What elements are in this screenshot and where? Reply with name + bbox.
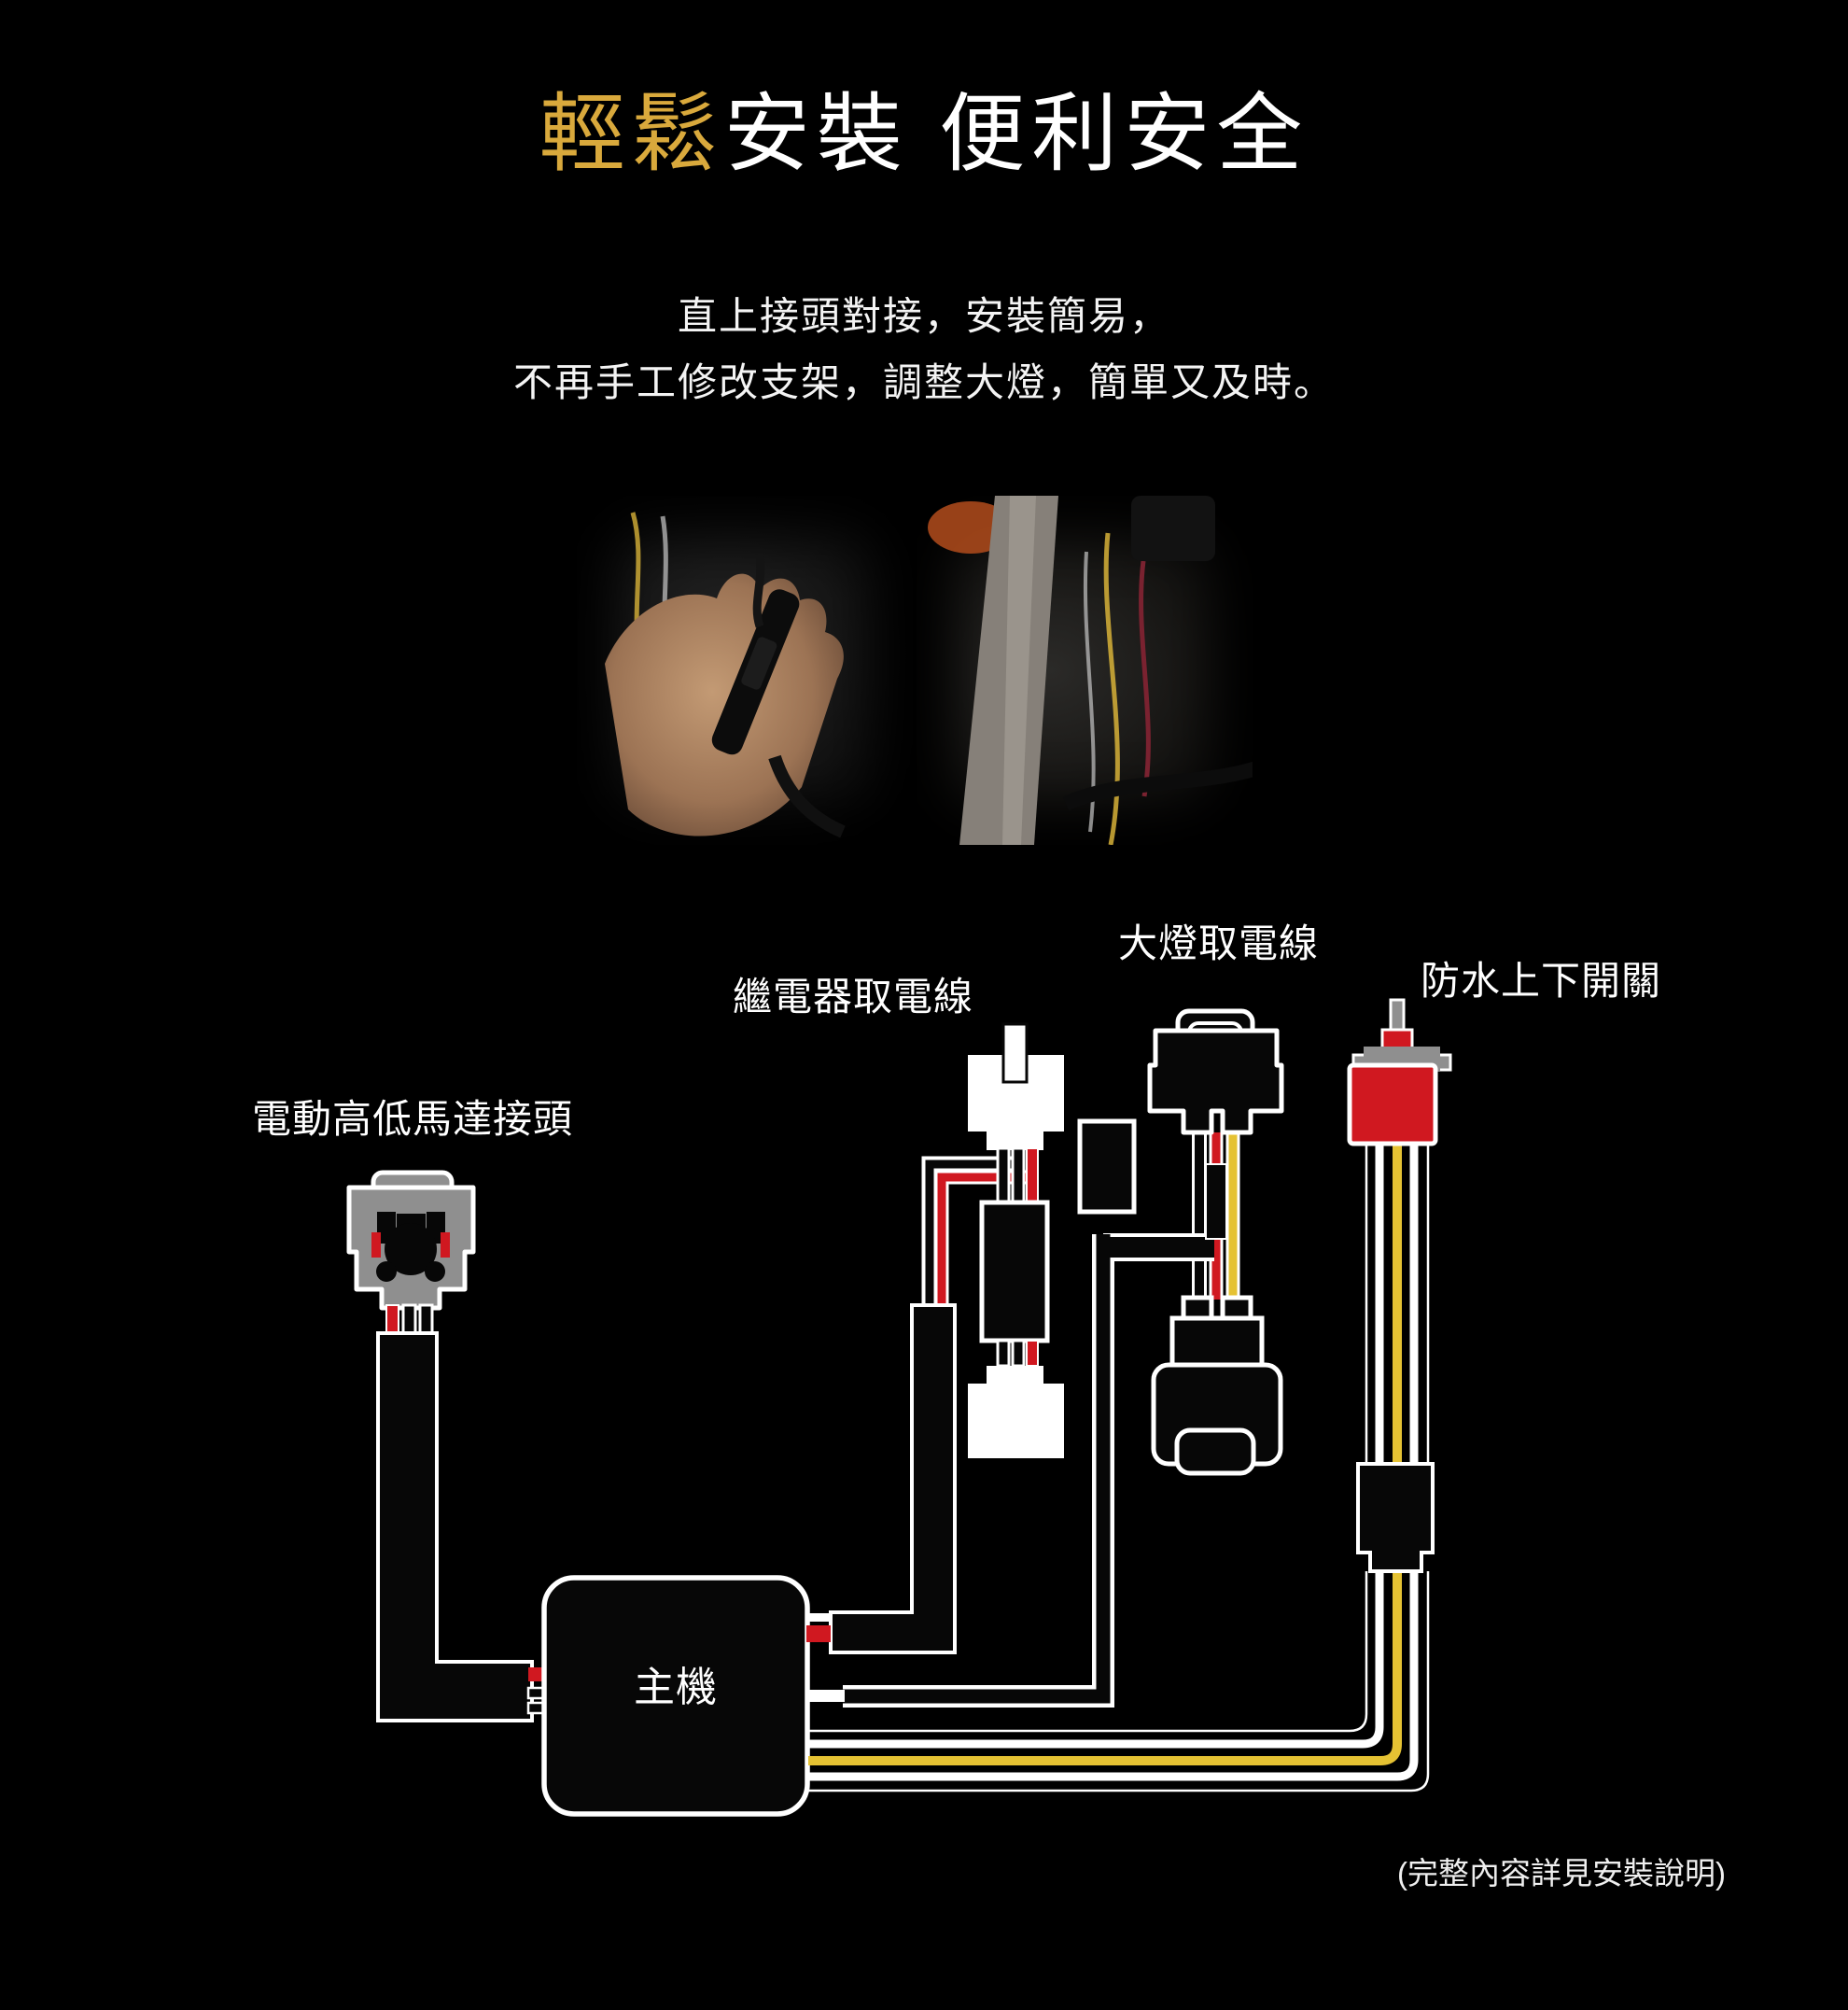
relay-wire-red <box>1026 1147 1039 1207</box>
photo-tube-dark <box>1062 761 1253 811</box>
photo-left-art <box>605 512 846 838</box>
headlight-lower-foot <box>1220 1295 1253 1327</box>
subtitle-line2: 不再手工修改支架，調整大燈，簡單又及時。 <box>512 360 1335 404</box>
photo-wire-yellow <box>1103 532 1120 845</box>
page-title-rest: 安裝 便利安全 <box>723 87 1309 182</box>
relay-wire-outlined <box>996 1146 1011 1208</box>
motor-connector-red-seal <box>441 1232 450 1258</box>
motor-wire-red <box>385 1304 399 1335</box>
switch-branch <box>808 998 1452 1792</box>
subtitle-line1: 直上接頭對接，安裝簡易， <box>677 294 1170 338</box>
photo-wire-dark <box>752 553 765 628</box>
motor-connector-detail <box>425 1261 445 1282</box>
headlight-connector-tab-inner <box>1187 1021 1243 1057</box>
motor-connector-socket <box>385 1223 437 1275</box>
headlight-feed-wire <box>843 1234 1111 1704</box>
motor-connector-red-seal <box>371 1232 381 1258</box>
headlight-stub-white <box>807 1690 845 1702</box>
motor-connector-branch <box>346 1170 548 1722</box>
headlight-lower-body <box>1151 1362 1283 1467</box>
photo-harness-dark <box>768 754 846 838</box>
relay-wire-outlined <box>996 1339 1011 1368</box>
motor-connector-body <box>346 1185 476 1311</box>
switch-gray-base-wide <box>1351 1053 1452 1072</box>
page-title: 輕鬆安裝 便利安全 <box>0 90 1848 179</box>
photo-install-bike <box>917 496 1253 845</box>
label-main-unit: 主機 <box>634 1665 718 1710</box>
motor-connector-slot <box>427 1212 445 1244</box>
page-title-highlight: 輕鬆 <box>539 87 724 182</box>
photo-wire-darkred <box>1139 560 1151 797</box>
photo-install-hand <box>577 496 913 845</box>
photo-box-dark <box>1131 496 1215 561</box>
fork-highlight <box>1002 496 1036 845</box>
switch-red-cap <box>1380 1028 1414 1054</box>
relay-neck-bottom <box>987 1366 1043 1384</box>
subtitle: 直上接頭對接，安裝簡易， 不再手工修改支架，調整大燈，簡單又及時。 <box>0 283 1848 415</box>
switch-gray-base <box>1364 1047 1440 1071</box>
headlight-heatshrink <box>1205 1163 1227 1240</box>
headlight-connector-body <box>1147 1028 1284 1135</box>
relay-side-block <box>1077 1118 1137 1215</box>
switch-body <box>1347 1062 1438 1146</box>
relay-red-wire-outline <box>934 1170 1032 1307</box>
relay-stub-red <box>806 1625 831 1642</box>
switch-wire-yellow <box>808 1571 1402 1765</box>
relay-wire-outlined <box>1011 1339 1026 1368</box>
label-motor: 電動高低馬達接頭 <box>252 1097 574 1141</box>
motor-cable <box>376 1331 534 1722</box>
headlight-lower-mid <box>1169 1315 1265 1373</box>
motor-wire-outlined <box>401 1303 417 1336</box>
relay-top-box <box>968 1055 1064 1132</box>
hand-shape <box>605 573 844 836</box>
switch-wire-white <box>808 1571 1384 1749</box>
relay-wire-outlined <box>1011 1146 1026 1208</box>
motor-connector-tab <box>371 1170 455 1218</box>
relay-branch <box>806 1022 1137 1654</box>
motor-connector-key <box>397 1214 426 1240</box>
switch-stem <box>1389 998 1406 1035</box>
relay-wire-red <box>1026 1340 1039 1367</box>
headlight-lower-foot <box>1181 1295 1214 1327</box>
relay-branch-wire-outline <box>921 1156 1018 1307</box>
relay-branch-wire-black <box>925 1160 1018 1307</box>
relay-resistor <box>979 1200 1050 1343</box>
switch-inline-box <box>1356 1462 1435 1573</box>
headlight-lower-cap <box>1174 1427 1256 1476</box>
label-switch: 防水上下開關 <box>1421 959 1662 1003</box>
label-headlight: 大燈取電線 <box>1118 921 1320 965</box>
relay-red-wire <box>937 1173 1032 1307</box>
fuse-holder <box>711 589 800 755</box>
relay-stub-white <box>806 1613 831 1622</box>
motor-wire-outlined <box>418 1303 434 1336</box>
headlight-connector-tab <box>1175 1008 1255 1051</box>
headlight-branch <box>807 1008 1284 1708</box>
switch-bundle-outline <box>808 1571 1368 1733</box>
relay-fuse-tab <box>1001 1022 1029 1084</box>
motor-connector-detail <box>376 1261 397 1282</box>
relay-neck <box>987 1132 1043 1150</box>
switch-bundle-outline <box>808 1571 1430 1792</box>
install-photos <box>577 496 1253 845</box>
relay-bottom-box <box>968 1384 1064 1458</box>
photo-right-art <box>928 496 1253 845</box>
label-relay: 繼電器取電線 <box>733 975 974 1019</box>
switch-wire-white <box>808 1571 1419 1781</box>
headlight-feed-outline <box>843 1234 1114 1708</box>
relay-cable <box>829 1303 957 1654</box>
motor-connector-slot <box>377 1212 396 1244</box>
label-note: (完整內容詳見安裝說明) <box>1397 1856 1726 1891</box>
